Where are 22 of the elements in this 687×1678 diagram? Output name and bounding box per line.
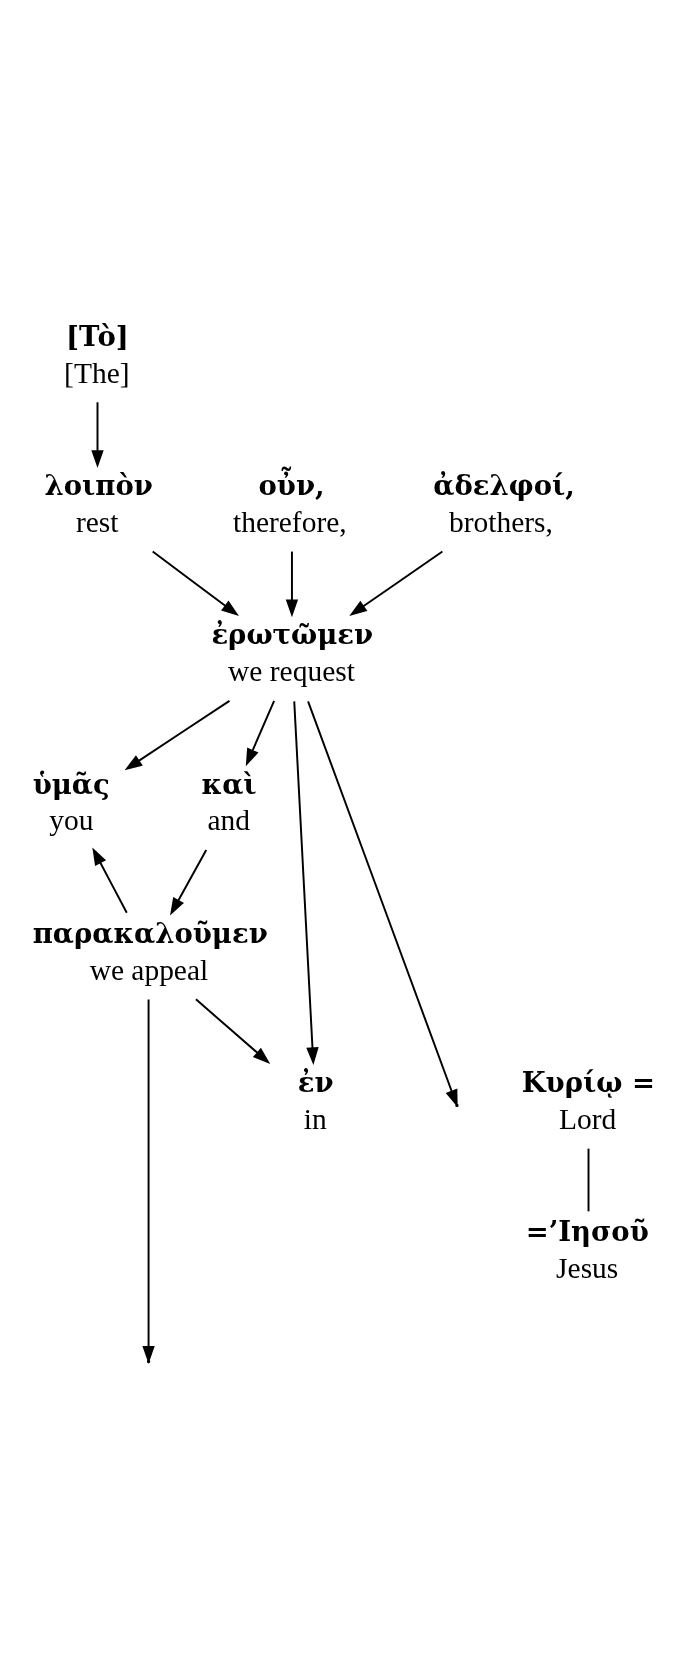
arrow (293, 700, 319, 1066)
node-text: οὖν, therefore, (233, 468, 347, 538)
node-text: ἀδελφοί, brothers, (433, 468, 575, 538)
arrow (92, 847, 128, 914)
node-text: ὑμᾶς you (32, 767, 110, 837)
node-text: λοιπὸν rest (44, 468, 153, 538)
arrow (91, 401, 104, 468)
arrow (124, 699, 231, 771)
arrow (195, 998, 271, 1065)
arrow (285, 550, 299, 618)
arrow (349, 550, 444, 616)
node-text: ἐν in (297, 1066, 334, 1135)
node-text: καὶ and (201, 767, 257, 837)
node-text: =’Ιησοῦ Jesus (525, 1215, 649, 1285)
node-text: [Tò] [The] (64, 319, 130, 389)
arrow (245, 699, 276, 767)
node-text: παρακαλοῦμεν we appeal (32, 916, 268, 986)
node-text: Κυρίῳ = Lord (521, 1066, 656, 1135)
connector (587, 1147, 590, 1213)
node-text: ἐρωτῶμεν we request (211, 618, 374, 688)
arrow (170, 849, 208, 916)
arrow (151, 550, 239, 617)
